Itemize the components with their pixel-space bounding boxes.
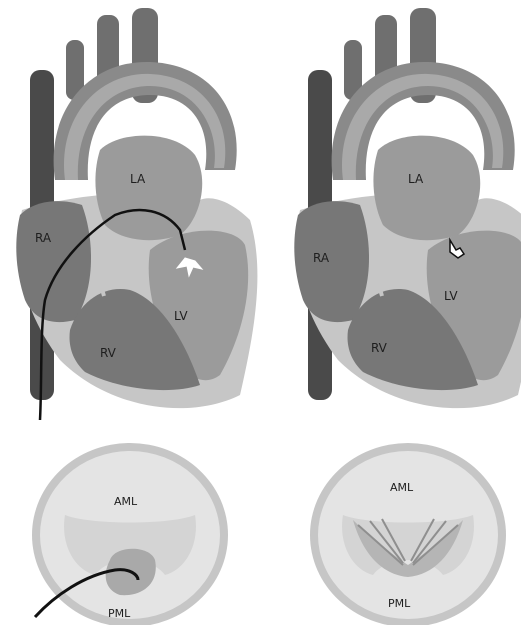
left-valve-panel: AML PML [32,443,228,625]
label-la: LA [408,172,424,186]
label-aml: AML [390,481,414,494]
label-ra: RA [35,231,52,245]
label-rv: RV [100,346,117,360]
label-ra: RA [313,251,330,265]
left-heart-panel: LA RA LV RV [16,8,257,420]
right-heart-panel: LA RA LV RV [294,8,521,408]
label-pml: PML [388,597,411,610]
label-lv: LV [444,289,458,303]
label-rv: RV [371,341,388,355]
label-lv: LV [174,309,188,323]
label-la: LA [130,172,146,186]
right-valve-panel: AML PML [310,443,506,625]
label-aml: AML [114,495,138,508]
label-pml: PML [108,607,131,620]
